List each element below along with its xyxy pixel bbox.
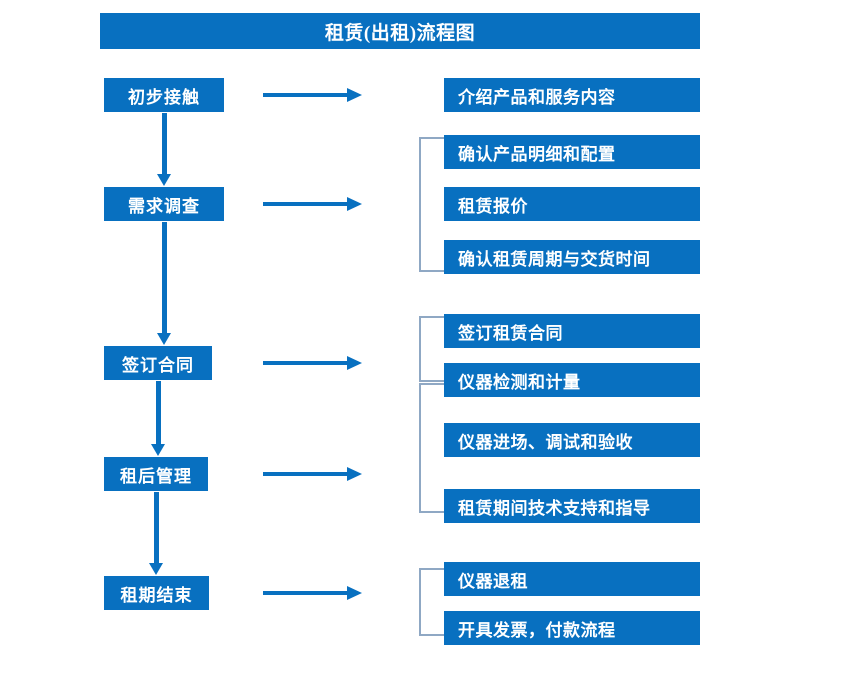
horizontal-arrow-1 — [263, 87, 363, 103]
detail-box-4[interactable]: 确认租赁周期与交货时间 — [444, 240, 700, 274]
vertical-arrow-2 — [156, 222, 172, 345]
detail-box-1[interactable]: 介绍产品和服务内容 — [444, 78, 700, 112]
vertical-arrow-1 — [156, 113, 172, 186]
vertical-arrow-3 — [150, 381, 166, 456]
stage-box-3[interactable]: 签订合同 — [104, 346, 212, 380]
horizontal-arrow-2 — [263, 196, 363, 212]
group-bracket-2 — [419, 137, 444, 272]
detail-box-6[interactable]: 仪器检测和计量 — [444, 363, 700, 397]
group-bracket-4 — [419, 383, 444, 513]
group-bracket-3 — [419, 316, 444, 382]
stage-box-1[interactable]: 初步接触 — [104, 78, 224, 112]
vertical-arrow-4 — [148, 492, 164, 575]
horizontal-arrow-4 — [263, 466, 363, 482]
detail-box-9[interactable]: 仪器退租 — [444, 562, 700, 596]
detail-box-5[interactable]: 签订租赁合同 — [444, 314, 700, 348]
detail-box-8[interactable]: 租赁期间技术支持和指导 — [444, 489, 700, 523]
horizontal-arrow-5 — [263, 585, 363, 601]
horizontal-arrow-3 — [263, 355, 363, 371]
page-title: 租赁(出租)流程图 — [100, 13, 700, 49]
detail-box-7[interactable]: 仪器进场、调试和验收 — [444, 423, 700, 457]
detail-box-3[interactable]: 租赁报价 — [444, 187, 700, 221]
detail-box-2[interactable]: 确认产品明细和配置 — [444, 135, 700, 169]
stage-box-2[interactable]: 需求调查 — [104, 187, 224, 221]
stage-box-5[interactable]: 租期结束 — [104, 576, 209, 610]
detail-box-10[interactable]: 开具发票，付款流程 — [444, 611, 700, 645]
group-bracket-5 — [419, 568, 444, 636]
stage-box-4[interactable]: 租后管理 — [104, 457, 208, 491]
